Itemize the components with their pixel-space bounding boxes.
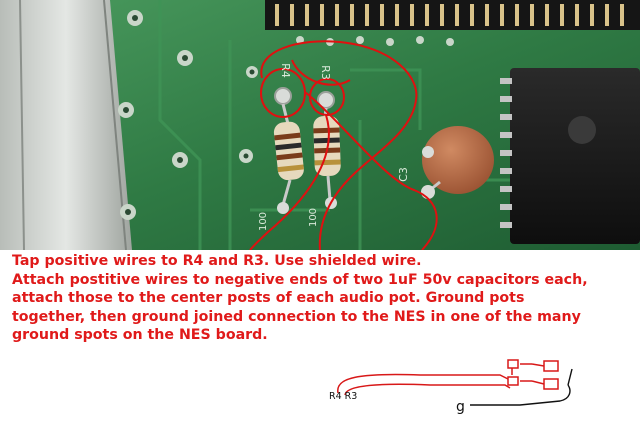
silkscreen-r3: R3 bbox=[318, 65, 332, 80]
wiring-diagram bbox=[0, 355, 640, 419]
instruction-line: Tap positive wires to R4 and R3. Use shi… bbox=[12, 253, 422, 269]
silkscreen-r4: R4 bbox=[278, 63, 292, 78]
instruction-line: together, then ground joined connection … bbox=[12, 308, 581, 325]
wiring-instructions: Tap positive wires to R4 and R3. Use shi… bbox=[12, 252, 636, 345]
ground-mark: g bbox=[456, 399, 465, 415]
silkscreen-value-left: 100 bbox=[258, 211, 270, 232]
instruction-line: Attach postitive wires to negative ends … bbox=[12, 271, 588, 288]
diagram-label-r4-r3: R4 R3 bbox=[329, 391, 358, 402]
silkscreen-c3: C3 bbox=[396, 167, 410, 182]
instruction-line: attach those to the center posts of each… bbox=[12, 290, 525, 307]
instruction-line: ground spots on the NES board. bbox=[12, 327, 268, 344]
nes-board-photo: R4 R3 C3 100 100 bbox=[0, 0, 640, 250]
silkscreen-value-right: 100 bbox=[308, 207, 320, 228]
